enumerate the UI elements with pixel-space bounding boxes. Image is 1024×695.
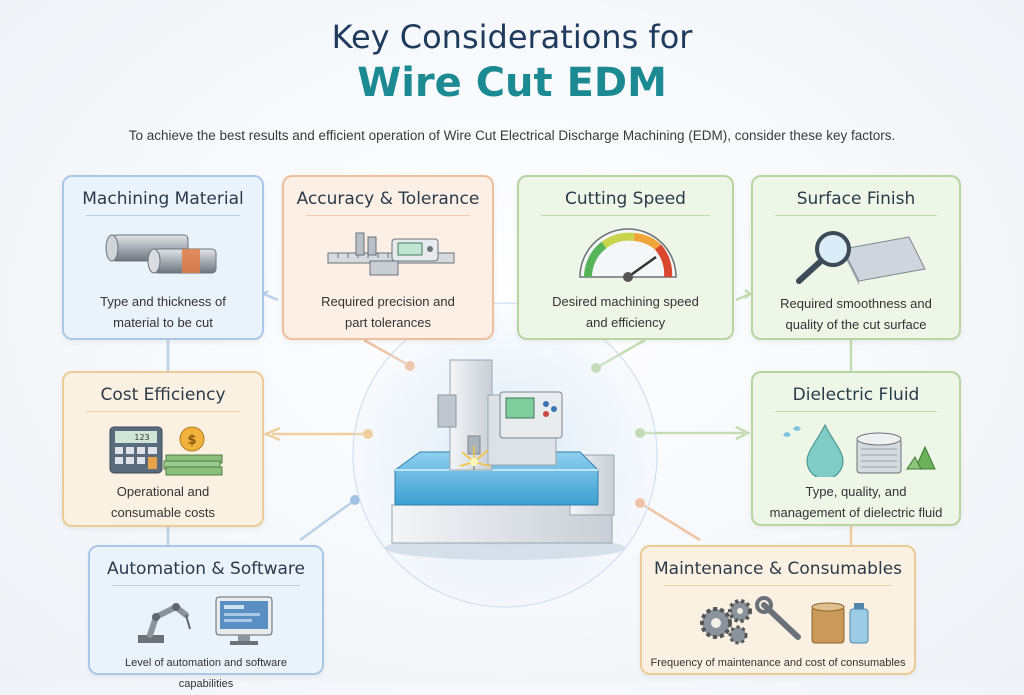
- coin-symbol: $: [187, 433, 196, 448]
- card-desc: Required precision and: [321, 294, 455, 309]
- card-desc: Frequency of maintenance and cost of con…: [650, 657, 906, 669]
- card-title: Cutting Speed: [565, 189, 686, 209]
- card-title: Accuracy & Tolerance: [296, 189, 480, 209]
- card-desc: Required smoothness and: [780, 296, 932, 311]
- card-accuracy-tolerance: Accuracy & Tolerance Required precision …: [282, 175, 494, 340]
- card-desc: Desired machining speed: [552, 294, 699, 309]
- connector-dot-automation: [350, 495, 360, 505]
- card-title: Machining Material: [82, 189, 244, 209]
- card-title: Automation & Software: [106, 559, 305, 579]
- card-desc: part tolerances: [345, 315, 431, 330]
- card-desc: consumable costs: [110, 505, 216, 520]
- card-desc: Type and thickness of: [100, 294, 226, 309]
- gears-wrench-supplies-icon: [700, 596, 869, 645]
- card-desc: Type, quality, and: [805, 484, 907, 499]
- card-cutting-speed: Cutting Speed Desired machining speed an…: [517, 175, 734, 340]
- fluid-drop-spool-icon: [783, 423, 936, 477]
- card-title: Dielectric Fluid: [792, 385, 920, 405]
- control-screen: [505, 397, 535, 419]
- connector-maintenance: [639, 501, 701, 542]
- card-desc: Operational and: [116, 484, 210, 499]
- robot-arm-computer-icon: [138, 596, 273, 645]
- calculator-display: 123: [134, 433, 149, 442]
- card-automation-software: Automation & Software Level of automatio…: [88, 545, 324, 690]
- page-title-line2: Wire Cut EDM: [357, 60, 667, 106]
- speedometer-icon: [579, 228, 677, 282]
- caliper-icon: [327, 232, 455, 276]
- page-subtitle: To achieve the best results and efficien…: [128, 128, 896, 143]
- card-dielectric-fluid: Dielectric Fluid Type, quality, and mana…: [751, 371, 961, 526]
- card-title: Cost Efficiency: [100, 385, 226, 405]
- card-desc: and efficiency: [585, 315, 666, 330]
- card-surface-finish: Surface Finish Required smoothness and q…: [751, 175, 961, 340]
- card-cost-efficiency: Cost Efficiency 123 $ Operational and co…: [62, 371, 264, 527]
- card-desc: quality of the cut surface: [785, 317, 927, 332]
- connector-automation: [299, 498, 356, 542]
- calculator-money-icon: 123 $: [109, 426, 223, 476]
- card-maintenance-consumables: Maintenance & Consumables Frequency of m…: [640, 545, 916, 675]
- connector-material-arrow: [263, 292, 279, 302]
- card-machining-material: Machining Material Type and thickness of…: [62, 175, 264, 340]
- card-desc: management of dielectric fluid: [769, 505, 943, 520]
- card-desc: material to be cut: [113, 315, 213, 330]
- card-title: Maintenance & Consumables: [653, 559, 903, 579]
- magnifying-glass-icon: [796, 231, 926, 285]
- card-title: Surface Finish: [796, 189, 916, 209]
- page-title-line1: Key Considerations for: [331, 18, 693, 56]
- metal-cylinders-icon: [105, 234, 217, 274]
- card-desc: Level of automation and software capabil…: [124, 657, 288, 690]
